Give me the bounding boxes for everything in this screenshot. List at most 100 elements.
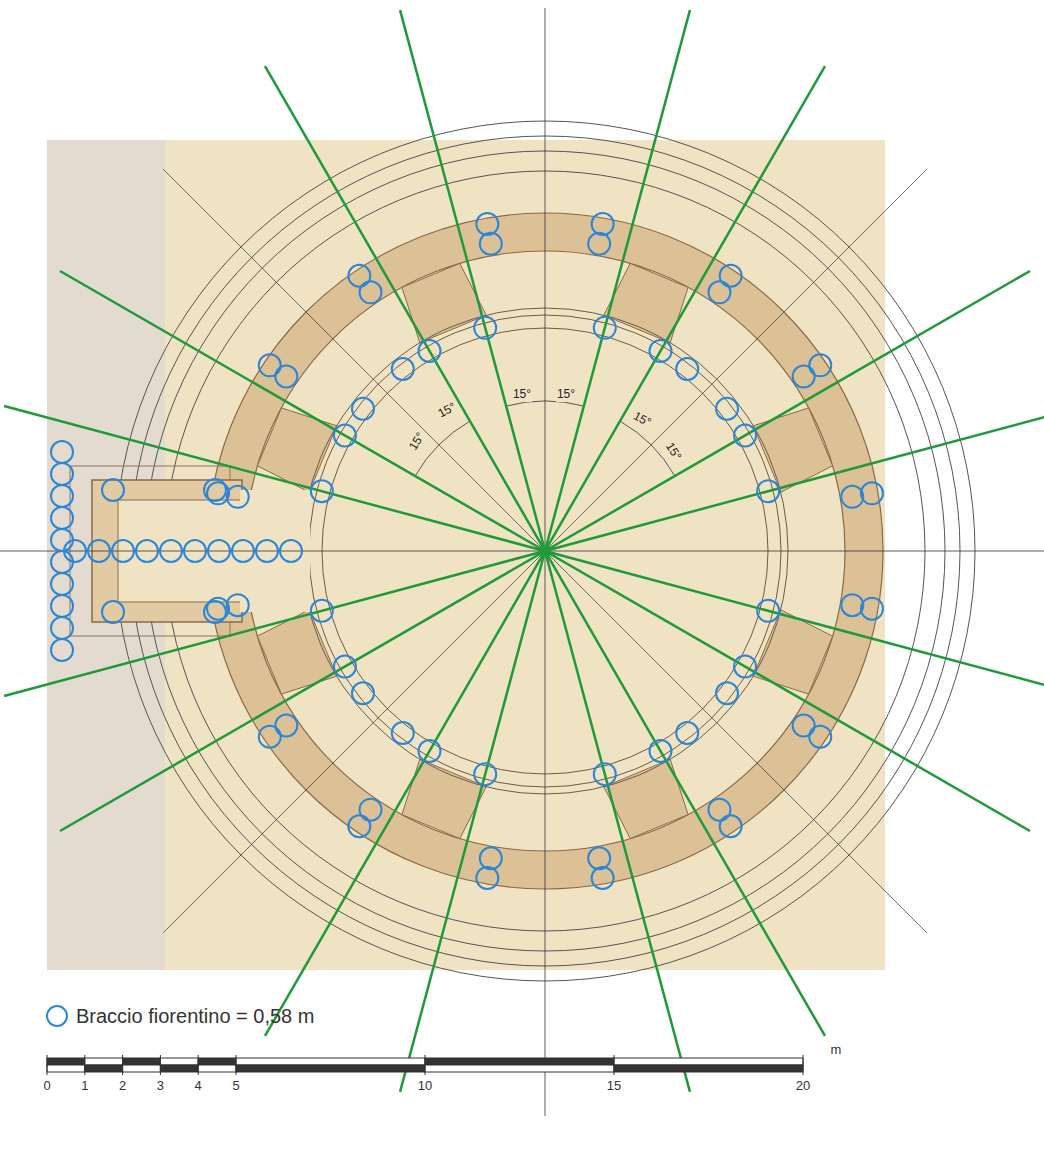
scale-number: 10 <box>418 1079 432 1093</box>
chapel-wall <box>753 408 832 492</box>
braccio-circle <box>227 486 249 508</box>
scale-segment <box>123 1058 161 1065</box>
braccio-circle <box>720 265 742 287</box>
braccio-circle <box>676 722 698 744</box>
scale-number: 0 <box>43 1079 50 1093</box>
scale-tick <box>425 1055 426 1075</box>
braccio-circle <box>708 281 730 303</box>
braccio-circle <box>861 598 883 620</box>
scale-tick <box>198 1055 199 1075</box>
braccio-circle <box>204 479 226 501</box>
angle-label: 15° <box>435 400 459 421</box>
scale-number: 1 <box>81 1079 88 1093</box>
scale-segment <box>198 1058 236 1065</box>
braccio-circle <box>259 354 281 376</box>
braccio-circle <box>716 398 738 420</box>
scale-segment <box>236 1058 425 1065</box>
scale-number: m <box>831 1043 842 1057</box>
green-axis <box>60 271 1030 831</box>
braccio-circle <box>861 482 883 504</box>
chapel-wall <box>402 263 486 342</box>
braccio-circle <box>480 233 502 255</box>
diagonal-line <box>163 169 927 933</box>
braccio-circle <box>650 740 672 762</box>
scale-number: 5 <box>232 1079 239 1093</box>
braccio-circle <box>474 763 496 785</box>
scale-segment <box>614 1065 803 1072</box>
braccio-circle <box>51 507 73 529</box>
scale-tick <box>803 1055 804 1075</box>
braccio-circle <box>809 354 831 376</box>
axis-line <box>545 8 546 1116</box>
braccio-circle <box>392 358 414 380</box>
scale-number: 4 <box>195 1079 202 1093</box>
braccio-circle <box>51 639 73 661</box>
scale-number: 15 <box>607 1079 621 1093</box>
scale-segment <box>425 1058 614 1065</box>
braccio-circle <box>352 682 374 704</box>
braccio-circle <box>275 366 297 388</box>
green-axis <box>60 271 1030 831</box>
chapel-wall <box>402 759 486 838</box>
braccio-circle <box>51 617 73 639</box>
braccio-circle <box>184 540 206 562</box>
braccio-circle <box>259 726 281 748</box>
braccio-circle <box>51 485 73 507</box>
braccio-circle <box>136 540 158 562</box>
braccio-circle <box>51 463 73 485</box>
chapel-wall <box>604 263 688 342</box>
braccio-circle <box>476 867 498 889</box>
braccio-circle <box>232 540 254 562</box>
braccio-circle <box>348 815 370 837</box>
chapel-wall <box>257 408 336 492</box>
chapel-wall <box>604 759 688 838</box>
braccio-circle <box>160 540 182 562</box>
scale-number: 3 <box>157 1079 164 1093</box>
scale-segment <box>47 1065 85 1072</box>
scale-number: 20 <box>796 1079 810 1093</box>
braccio-circle <box>419 740 441 762</box>
braccio-circle <box>757 600 779 622</box>
braccio-circle <box>51 441 73 463</box>
angle-arc <box>506 401 584 406</box>
angle-label: 15° <box>556 388 576 401</box>
braccio-circle <box>650 340 672 362</box>
braccio-circle <box>227 594 249 616</box>
braccio-circle <box>51 573 73 595</box>
braccio-circle <box>588 233 610 255</box>
braccio-circle <box>51 551 73 573</box>
braccio-circle <box>588 847 610 869</box>
braccio-circle <box>592 213 614 235</box>
green-axis <box>265 66 825 1036</box>
chapel-wall <box>753 610 832 694</box>
green-axis <box>400 10 690 1092</box>
braccio-circle <box>334 656 356 678</box>
braccio-circle <box>392 722 414 744</box>
angle-label: 15° <box>406 430 428 454</box>
green-axis <box>4 406 1044 696</box>
legend-text: Braccio fiorentino = 0,58 m <box>76 1005 314 1027</box>
braccio-circle <box>352 398 374 420</box>
center-point <box>540 546 550 556</box>
braccio-circle <box>64 540 86 562</box>
braccio-circle <box>757 480 779 502</box>
braccio-circle <box>594 317 616 339</box>
green-axis <box>265 66 825 1036</box>
braccio-circle <box>51 595 73 617</box>
braccio-circle <box>348 265 370 287</box>
braccio-circle <box>204 601 226 623</box>
braccio-circle <box>256 540 278 562</box>
braccio-circle <box>360 281 382 303</box>
scale-segment <box>236 1065 425 1072</box>
scale-segment <box>123 1065 161 1072</box>
braccio-circle <box>809 726 831 748</box>
scale-tick <box>47 1055 48 1075</box>
braccio-circle <box>793 714 815 736</box>
angle-arc <box>415 421 470 476</box>
braccio-circle <box>734 656 756 678</box>
braccio-circle <box>419 340 441 362</box>
braccio-circle <box>334 425 356 447</box>
scale-tick <box>614 1055 615 1075</box>
braccio-circle <box>841 486 863 508</box>
